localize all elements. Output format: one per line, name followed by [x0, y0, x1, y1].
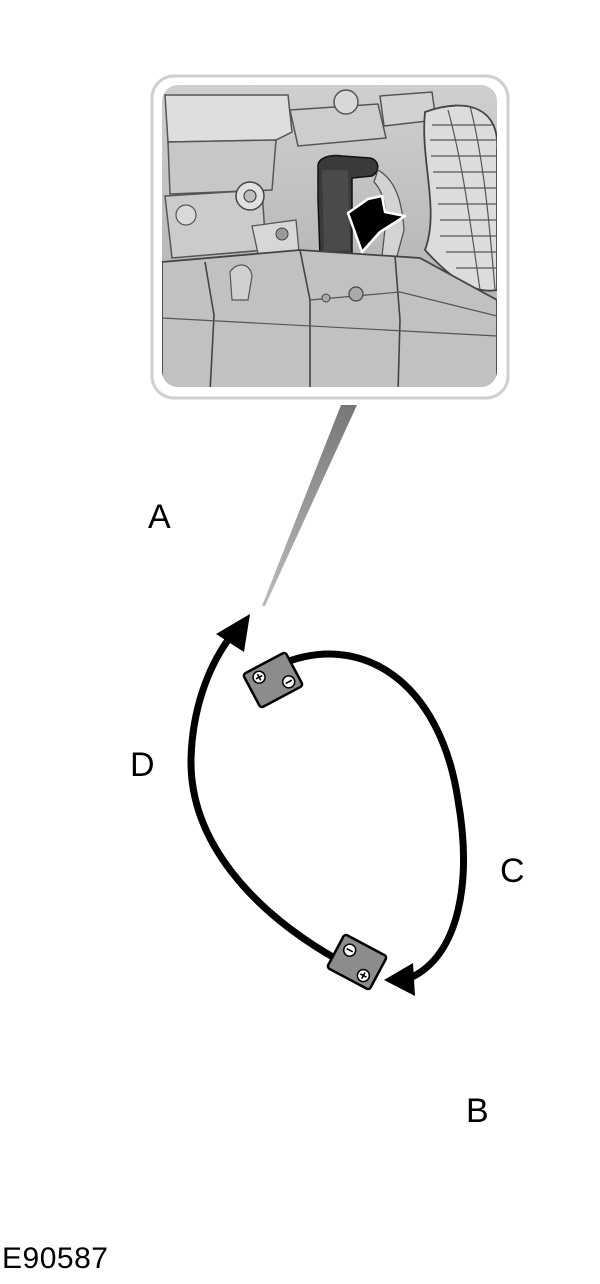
plus-icon	[252, 670, 266, 684]
engine-bay-detail-icon	[150, 74, 510, 400]
label-a: A	[148, 498, 171, 536]
label-b: B	[466, 1092, 489, 1130]
jumper-cable-d	[187, 636, 342, 964]
battery-icon	[242, 651, 304, 709]
minus-icon	[342, 943, 357, 957]
arrow-pointer-icon	[346, 194, 407, 254]
leader-beam	[262, 405, 357, 606]
minus-icon	[281, 675, 296, 689]
label-c: C	[500, 852, 525, 890]
jumper-cable-c	[275, 650, 467, 982]
plus-icon	[356, 968, 371, 983]
battery-icon	[326, 933, 388, 991]
cable-d-arrowhead	[216, 614, 250, 652]
cable-c-arrowhead	[384, 963, 415, 996]
label-d: D	[130, 746, 155, 784]
figure-id: E90587	[2, 1242, 109, 1275]
